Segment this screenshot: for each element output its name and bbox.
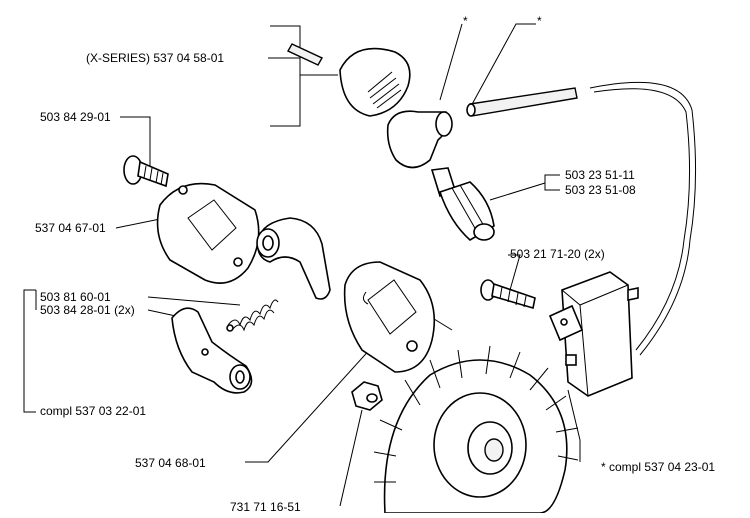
label-compl-537-03-22-01: compl 537 03 22-01 bbox=[40, 404, 147, 418]
nut bbox=[351, 381, 383, 411]
label-503-81-60-01: 503 81 60-01 bbox=[40, 290, 111, 304]
label-503-21-71-20: 503 21 71-20 (2x) bbox=[510, 247, 605, 261]
label-537-04-68-01: 537 04 68-01 bbox=[135, 456, 206, 470]
pin bbox=[287, 43, 323, 66]
cap-cover bbox=[339, 47, 411, 117]
label-503-23-51-08: 503 23 51-08 bbox=[565, 183, 636, 197]
label-731-71-16-51: 731 71 16-51 bbox=[230, 500, 301, 514]
ignition-module bbox=[548, 271, 639, 397]
plug-boot bbox=[386, 110, 453, 169]
label-star-1: * bbox=[463, 14, 468, 28]
label-503-84-29-01: 503 84 29-01 bbox=[40, 110, 111, 124]
ht-lead bbox=[466, 81, 697, 356]
shoe-plate-left bbox=[156, 182, 260, 284]
spark-plug bbox=[430, 167, 495, 241]
label-x-series: (X-SERIES) 537 04 58-01 bbox=[86, 51, 225, 65]
screw-upper bbox=[123, 155, 169, 188]
label-compl-537-04-23-01: * compl 537 04 23-01 bbox=[601, 460, 716, 474]
spring bbox=[226, 299, 279, 332]
label-star-2: * bbox=[537, 14, 542, 28]
flywheel bbox=[373, 345, 579, 514]
label-537-04-67-01: 537 04 67-01 bbox=[35, 221, 106, 235]
shoe-plate-right bbox=[343, 261, 436, 373]
clutch-shoe-upper bbox=[256, 217, 331, 300]
clutch-shoe-lower bbox=[171, 307, 253, 394]
leader-lines bbox=[23, 23, 581, 507]
label-503-84-28-01: 503 84 28-01 (2x) bbox=[40, 303, 135, 317]
label-503-23-51-11: 503 23 51-11 bbox=[565, 168, 635, 182]
screw-module bbox=[480, 279, 536, 310]
